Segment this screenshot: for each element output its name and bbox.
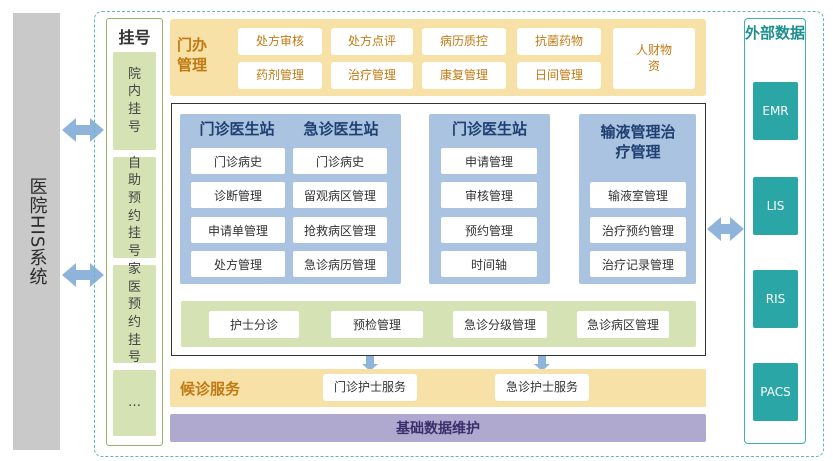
outpatient-station-title: 门诊医生站 (199, 120, 275, 138)
external-item-pacs: PACS (753, 363, 798, 421)
office-item-prescription-comment: 处方点评 (331, 28, 413, 55)
office-item-treatment: 治疗管理 (331, 62, 413, 89)
double-arrow-his-top (62, 118, 104, 142)
emergency-station-title: 急诊医生站 (303, 120, 379, 138)
registration-item-family-doctor: 家医预约挂号 (113, 262, 156, 365)
external-item-ris: RIS (753, 270, 798, 328)
base-data-maintenance: 基础数据维护 (170, 414, 706, 442)
double-arrow-external (707, 217, 744, 241)
registration-item-in-hospital: 院内挂号 (113, 52, 156, 150)
system-frame (94, 11, 824, 457)
outpatient-history: 门诊病史 (191, 148, 285, 174)
treatment-record-management: 治疗记录管理 (590, 251, 686, 277)
office-item-day-care: 日间管理 (517, 62, 601, 89)
his-system-bar: 医院HIS系统 (13, 13, 60, 450)
waiting-service-band (170, 369, 706, 407)
double-arrow-his-bottom (62, 263, 104, 287)
outpatient-nurse-service: 门诊护士服务 (323, 374, 417, 401)
external-data-title: 外部数据 (744, 24, 805, 42)
registration-title: 挂号 (118, 28, 151, 47)
external-item-emr: EMR (753, 82, 798, 140)
prescription-management: 处方管理 (191, 251, 285, 277)
request-form-management: 申请单管理 (191, 217, 285, 243)
request-management: 申请管理 (441, 148, 537, 174)
outpatient-office-title: 门办管理 (177, 36, 208, 74)
rescue-ward-management: 抢救病区管理 (293, 217, 387, 243)
infusion-treatment-title: 输液管理治疗管理 (600, 123, 676, 162)
appointment-management: 预约管理 (441, 217, 537, 243)
infusion-room-management: 输液室管理 (590, 182, 686, 208)
office-item-pharmacy: 药剂管理 (238, 62, 322, 89)
emergency-grading-management: 急诊分级管理 (453, 311, 547, 338)
emergency-nurse-service: 急诊护士服务 (495, 374, 589, 401)
pre-check-management: 预检管理 (331, 311, 423, 338)
waiting-service-title: 候诊服务 (180, 380, 241, 398)
emergency-record-management: 急诊病历管理 (293, 251, 387, 277)
middle-station-title: 门诊医生站 (451, 120, 527, 138)
treatment-appointment-management: 治疗预约管理 (590, 217, 686, 243)
registration-item-more: … (113, 370, 156, 436)
office-item-prescription-review: 处方审核 (238, 28, 322, 55)
emergency-history: 门诊病史 (293, 148, 387, 174)
external-item-lis: LIS (753, 177, 798, 235)
observation-ward-management: 留观病区管理 (293, 182, 387, 208)
registration-item-self-service: 自助预约挂号 (113, 156, 156, 259)
office-item-antibiotics: 抗菌药物 (517, 28, 601, 55)
review-management: 审核管理 (441, 182, 537, 208)
office-item-record-qc: 病历质控 (422, 28, 506, 55)
nurse-triage: 护士分诊 (209, 311, 299, 338)
office-item-rehab: 康复管理 (422, 62, 506, 89)
timeline: 时间轴 (441, 251, 537, 277)
diagnosis-management: 诊断管理 (191, 182, 285, 208)
emergency-ward-management: 急诊病区管理 (577, 311, 669, 338)
office-item-resources: 人财物资 (613, 28, 695, 89)
